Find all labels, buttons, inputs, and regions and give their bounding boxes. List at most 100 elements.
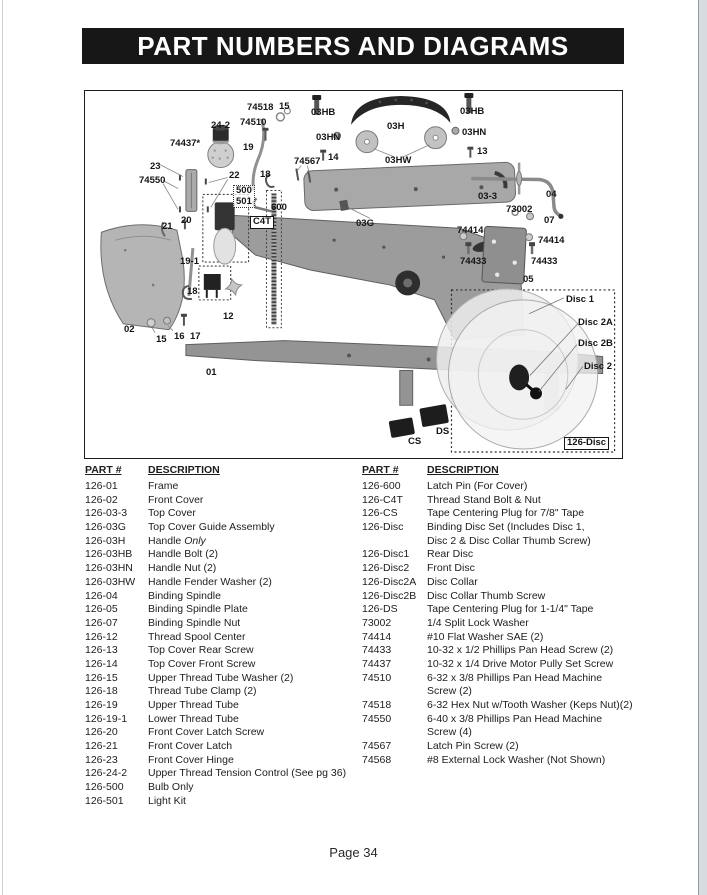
table-row: Screw (4)	[362, 726, 644, 740]
diagram-label: 18	[260, 169, 271, 180]
diagram-label: 73002	[506, 204, 533, 215]
diagram-label: 03HB	[460, 106, 485, 117]
diagram-label: 12	[223, 311, 234, 322]
description-cell: Front Cover Hinge	[148, 753, 234, 766]
part-number-cell: 126-20	[85, 726, 118, 739]
description-cell: 10-32 x 1/4 Drive Motor Pully Set Screw	[427, 657, 614, 670]
part-number-cell: 126-DS	[362, 603, 398, 616]
part-number-cell: 74518	[362, 699, 392, 711]
part-number-cell: 126-12	[85, 630, 118, 643]
diagram-label: 74437*	[170, 138, 201, 149]
table-header: PART # DESCRIPTION	[362, 464, 644, 476]
diagram-label: 04	[546, 189, 557, 200]
part-number-cell: 126-500	[85, 781, 124, 794]
description-cell: 6-32 x 3/8 Phillips Pan Head Machine	[427, 671, 603, 684]
part-number-cell: 126-23	[85, 753, 118, 766]
description-cell: #10 Flat Washer SAE (2)	[427, 630, 544, 643]
part-number-cell: 126-13	[85, 644, 118, 657]
diagram-label: Disc 1	[566, 294, 594, 305]
description-cell: 10-32 x 1/2 Phillips Pan Head Screw (2)	[427, 644, 614, 657]
description-cell: Binding Disc Set (Includes Disc 1,	[427, 521, 585, 534]
diagram-label: 17	[190, 331, 201, 342]
part-number-cell	[362, 535, 427, 549]
table-row: 73002 1/4 Split Lock Washer	[362, 617, 644, 631]
diagram-label: 74433	[531, 256, 558, 267]
part-number-cell: 73002	[362, 616, 392, 629]
diagram-label: 03H	[387, 121, 405, 132]
part-number-cell: 126-Disc1	[362, 548, 410, 561]
diagram-label: 74518	[247, 102, 274, 113]
description-header: DESCRIPTION	[427, 464, 499, 476]
diagram-label: 74510	[240, 117, 267, 128]
description-cell: Handle Bolt (2)	[148, 548, 219, 561]
part-number-cell: 126-03H	[85, 534, 126, 547]
diagram-label: 02	[124, 324, 135, 335]
description-cell: Upper Thread Tube Washer (2)	[148, 671, 294, 684]
description-cell: Handle Nut (2)	[148, 562, 217, 575]
part-number-cell: 126-21	[85, 740, 118, 753]
diagram-label: 500 501	[233, 185, 255, 208]
diagram-label: DS	[436, 426, 450, 437]
description-cell: Disc Collar	[427, 575, 478, 588]
diagram-label: 20	[181, 215, 192, 226]
part-number-cell: 126-02	[85, 493, 118, 506]
diagram-label: C4T	[250, 216, 274, 229]
diagram-label: 03-3	[478, 191, 498, 202]
description-cell: Tape Centering Plug for 7/8" Tape	[427, 507, 585, 520]
description-cell: Binding Spindle Nut	[148, 616, 241, 629]
description-cell: Screw (2)	[427, 685, 472, 698]
description-cell: Thread Tube Clamp (2)	[148, 685, 257, 698]
description-cell: Disc Collar Thumb Screw	[427, 589, 546, 602]
part-number-cell: 126-14	[85, 657, 118, 670]
diagram-label: 16	[174, 331, 185, 342]
table-row: 126-Disc Binding Disc Set (Includes Disc …	[362, 521, 644, 535]
diagram-label: CS	[408, 436, 422, 447]
page-edge-left	[2, 0, 3, 895]
part-number-cell: 126-501	[85, 794, 124, 807]
title-banner: PART NUMBERS AND DIAGRAMS	[82, 28, 624, 64]
description-cell: Latch Pin (For Cover)	[427, 480, 528, 492]
page-title: PART NUMBERS AND DIAGRAMS	[137, 30, 569, 61]
diagram-label: 13	[477, 146, 488, 157]
table-header: PART # DESCRIPTION	[85, 464, 355, 476]
description-cell: 1/4 Split Lock Washer	[427, 616, 529, 629]
part-number-cell: 74437	[362, 657, 392, 670]
part-number-cell: 74433	[362, 644, 392, 657]
diagram-label: Disc 2	[584, 361, 612, 372]
description-cell: Upper Thread Tension Control (See pg 36)	[148, 767, 347, 780]
table-row: 74414#10 Flat Washer SAE (2)	[362, 631, 644, 645]
diagram-label: 19-1	[180, 256, 200, 267]
description-cell: Rear Disc	[427, 548, 474, 561]
part-number-cell: 126-C4T	[362, 493, 403, 506]
diagram-label: 74567	[294, 156, 321, 167]
part-number-cell	[362, 685, 427, 699]
diagram-label: 74414	[538, 235, 565, 246]
diagram-label: 03HW	[385, 155, 412, 166]
description-header: DESCRIPTION	[148, 464, 220, 476]
part-number-cell: 126-15	[85, 671, 118, 684]
table-row: 126-23 Front Cover Hinge	[85, 754, 355, 768]
diagram-label: 03G	[356, 218, 374, 229]
part-number-cell: 74510	[362, 671, 392, 684]
diagram-label: 03HN	[316, 132, 341, 143]
part-number-cell: 126-Disc	[362, 521, 404, 534]
table-row: Screw (2)	[362, 685, 644, 699]
